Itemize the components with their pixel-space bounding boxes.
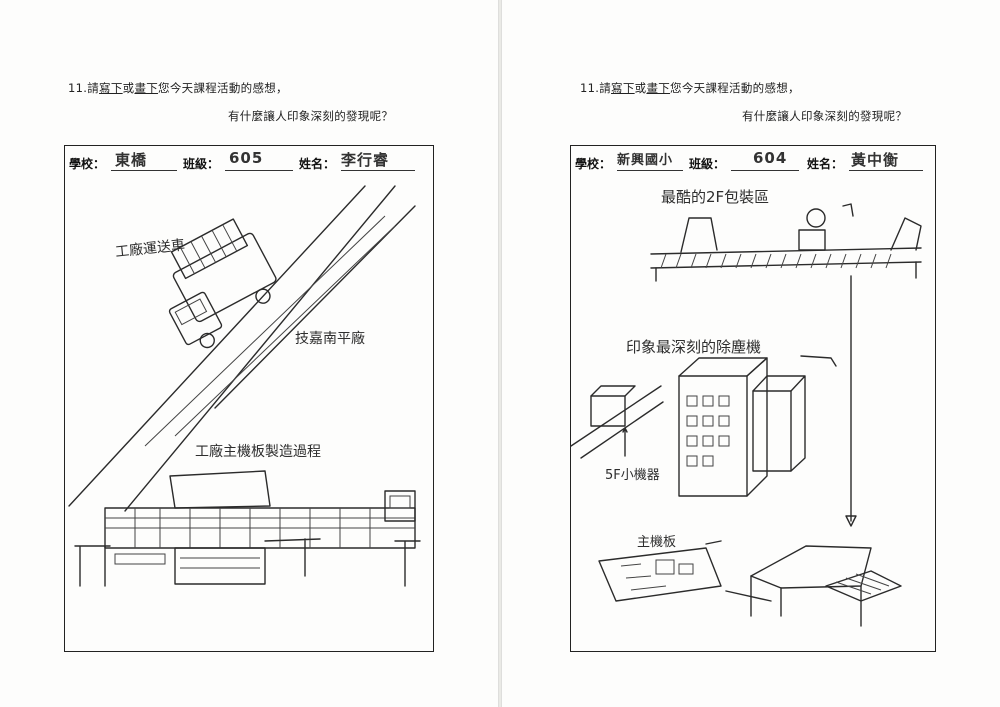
school-label: 學校： [575, 157, 612, 171]
question-line-2: 有什麼讓人印象深刻的發現呢？ [228, 109, 394, 123]
question-number: 11. [68, 81, 88, 95]
dust-machine-note: 印象最深刻的除塵機 [626, 338, 762, 356]
class-line [731, 170, 799, 171]
school-line [617, 170, 683, 171]
class-label: 班級： [183, 157, 220, 171]
student-info-header: 學校： 新興國小 班級： 604 姓名： 黃中衡 [571, 146, 935, 176]
class-value: 605 [229, 149, 264, 167]
page-fold [498, 0, 502, 707]
factory-note: 技嘉南平廠 [295, 331, 365, 347]
packaging-note: 最酷的2F包裝區 [661, 188, 770, 206]
small-machine-note: 5F小機器 [605, 468, 660, 483]
class-label: 班級： [689, 157, 726, 171]
motherboard-sketch [598, 540, 902, 627]
truck-road-sketch [68, 185, 416, 512]
name-label: 姓名： [299, 157, 336, 171]
school-value: 東橋 [115, 151, 148, 169]
question-text: 請 [87, 81, 100, 95]
drawing-frame: 學校： 東橋 班級： 605 姓名： 李行睿 工廠運送車 技嘉南平廠 工廠主機板… [64, 145, 434, 652]
class-value: 604 [753, 149, 788, 167]
right-worksheet: 11.請寫下或畫下您今天課程活動的感想， 有什麼讓人印象深刻的發現呢？ 學校： … [502, 0, 1000, 707]
question-line-1: 11.請寫下或畫下您今天課程活動的感想， [580, 80, 800, 96]
question-text: 您今天課程活動的感想， [670, 81, 800, 95]
question-number: 11. [580, 81, 600, 95]
school-value: 新興國小 [617, 153, 674, 168]
question-draw-word: 畫下 [646, 81, 671, 95]
packaging-area-sketch [650, 203, 922, 527]
name-label: 姓名： [807, 157, 844, 171]
question-text: 或 [634, 81, 647, 95]
school-line [111, 170, 177, 171]
left-worksheet: 11.請寫下或畫下您今天課程活動的感想， 有什麼讓人印象深刻的發現呢？ 學校： … [0, 0, 498, 707]
dust-machine-sketch [570, 355, 837, 497]
question-line-1: 11.請寫下或畫下您今天課程活動的感想， [68, 80, 288, 96]
student-info-header: 學校： 東橋 班級： 605 姓名： 李行睿 [65, 146, 433, 176]
question-write-word: 寫下 [611, 81, 635, 95]
factory-line-sketch [74, 470, 421, 587]
name-line [849, 170, 923, 171]
school-label: 學校： [69, 157, 106, 171]
question-draw-word: 畫下 [134, 81, 159, 95]
class-line [225, 170, 293, 171]
motherboard-note: 主機板 [637, 535, 677, 550]
question-line-2: 有什麼讓人印象深刻的發現呢？ [742, 109, 908, 123]
drawing-frame: 學校： 新興國小 班級： 604 姓名： 黃中衡 最酷的2F包裝區 印象最深刻的… [570, 145, 936, 652]
question-text: 或 [122, 81, 135, 95]
question-text: 您今天課程活動的感想， [158, 81, 288, 95]
name-line [341, 170, 415, 171]
question-write-word: 寫下 [99, 81, 123, 95]
name-value: 李行睿 [341, 151, 390, 169]
process-note: 工廠主機板製造過程 [195, 444, 321, 460]
question-text: 請 [599, 81, 612, 95]
name-value: 黃中衡 [851, 151, 900, 169]
